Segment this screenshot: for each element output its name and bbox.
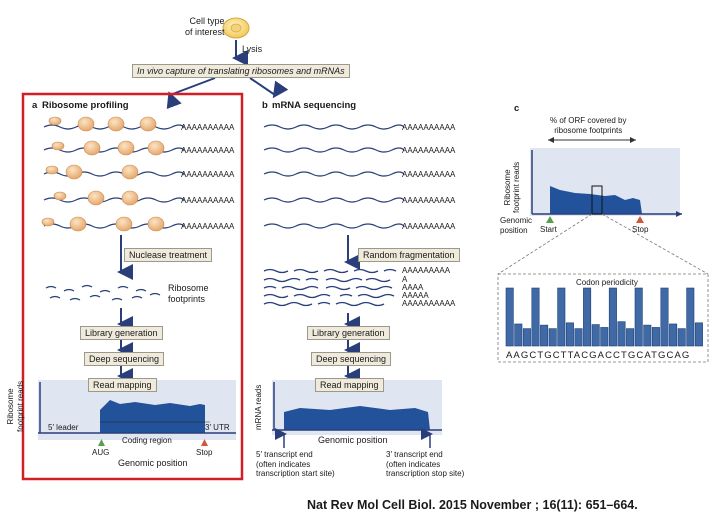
panel-a-footprints xyxy=(45,284,161,301)
start-label: Start xyxy=(540,225,557,234)
capture-box: In vivo capture of translating ribosomes… xyxy=(132,64,350,78)
cell-icon xyxy=(222,17,250,39)
periodicity-bar xyxy=(626,328,635,347)
stop-marker-c xyxy=(636,216,644,223)
periodicity-bar xyxy=(600,327,609,347)
polya-a-4: AAAAAAAAAA xyxy=(181,196,235,205)
polya-a-2: AAAAAAAAAA xyxy=(181,146,235,155)
panel-a-title: Ribosome profiling xyxy=(42,100,129,111)
polya-b-1: AAAAAAAAAA xyxy=(402,123,456,132)
frag-tail-3: AAAA xyxy=(402,283,424,292)
cell-label: Cell type of interest xyxy=(185,16,225,37)
panel-c-profile xyxy=(550,186,642,214)
periodicity-bar xyxy=(643,324,652,347)
panel-a-x-label: Genomic position xyxy=(118,458,188,468)
coding-label: Coding region xyxy=(122,436,172,445)
panel-b-y-label: mRNA reads xyxy=(254,384,263,430)
panel-a-mrnas xyxy=(41,116,185,232)
panel-c-letter: c xyxy=(514,103,520,114)
panel-a-highlight-frame xyxy=(21,92,244,481)
frag-tail-4: AAAAA xyxy=(402,291,429,300)
frag-tail-5: AAAAAAAAAA xyxy=(402,299,456,308)
periodicity-bar xyxy=(522,328,531,347)
stop-label-c: Stop xyxy=(632,225,649,234)
periodicity-bar xyxy=(651,327,660,347)
lysis-label: Lysis xyxy=(242,44,263,54)
coverage-label: % of ORF covered by ribosome footprints xyxy=(550,116,627,135)
footprints-label: Ribosome footprints xyxy=(168,283,209,304)
polya-b-3: AAAAAAAAAA xyxy=(402,170,456,179)
mapping-box-a: Read mapping xyxy=(88,378,157,392)
polya-b-4: AAAAAAAAAA xyxy=(402,196,456,205)
periodicity-bar xyxy=(608,287,617,347)
periodicity-bar xyxy=(694,322,703,347)
end3-label: 3′ transcript end (often indicates trans… xyxy=(386,450,465,478)
aug-label: AUG xyxy=(92,448,110,457)
start-marker xyxy=(546,216,554,223)
periodicity-bar xyxy=(591,324,600,347)
periodicity-bars xyxy=(505,287,703,347)
panel-a-profile xyxy=(100,400,205,433)
periodicity-bar xyxy=(505,287,514,347)
polya-a-1: AAAAAAAAAA xyxy=(181,123,235,132)
periodicity-bar xyxy=(540,324,549,347)
leader-label: 5′ leader xyxy=(48,423,79,432)
capture-arrow-right xyxy=(249,77,289,99)
panel-b-letter: b xyxy=(262,100,268,111)
panel-a-y-label: Ribosome footprint reads xyxy=(6,380,25,432)
mapping-box-b: Read mapping xyxy=(315,378,384,392)
library-box-b: Library generation xyxy=(307,326,390,340)
periodicity-bar xyxy=(677,328,686,347)
periodicity-bar xyxy=(669,323,678,347)
zoom-window xyxy=(591,185,603,215)
periodicity-bar xyxy=(660,287,669,347)
nuclease-box: Nuclease treatment xyxy=(124,248,213,262)
deepseq-box-a: Deep sequencing xyxy=(84,352,165,366)
citation: Nat Rev Mol Cell Biol. 2015 November ; 1… xyxy=(307,498,638,512)
periodicity-title: Codon periodicity xyxy=(574,278,640,287)
panel-b-x-label: Genomic position xyxy=(318,435,388,445)
stop-marker-a xyxy=(201,439,208,446)
periodicity-bar xyxy=(617,321,626,347)
panel-c-y-label: Ribosome footprint reads xyxy=(503,161,521,213)
periodicity-frame xyxy=(497,273,709,363)
panel-b-profile xyxy=(284,406,430,430)
polya-a-5: AAAAAAAAAA xyxy=(181,222,235,231)
panel-b-mrnas xyxy=(263,124,405,229)
periodicity-bar xyxy=(531,287,540,347)
periodicity-bar xyxy=(548,328,557,347)
polya-b-5: AAAAAAAAAA xyxy=(402,222,456,231)
periodicity-bar xyxy=(565,322,574,347)
library-box-a: Library generation xyxy=(80,326,163,340)
periodicity-bar xyxy=(557,287,566,347)
panel-b-title: mRNA sequencing xyxy=(272,100,357,111)
stop-label-a: Stop xyxy=(196,448,213,457)
codon-sequence: AAGCTGCTTACGACCTGCATGCAG xyxy=(506,350,691,361)
frag-tail-2: A xyxy=(402,275,408,284)
periodicity-bar xyxy=(574,328,583,347)
periodicity-bar xyxy=(583,287,592,347)
periodicity-bar xyxy=(634,287,643,347)
panel-b-fragments xyxy=(263,268,397,307)
polya-a-3: AAAAAAAAAA xyxy=(181,170,235,179)
end5-label: 5′ transcript end (often indicates trans… xyxy=(256,450,335,478)
polya-b-2: AAAAAAAAAA xyxy=(402,146,456,155)
panel-a-letter: a xyxy=(32,100,38,111)
frag-tail-1: AAAAAAAAA xyxy=(402,266,451,275)
periodicity-bar xyxy=(514,323,523,347)
capture-arrow-left xyxy=(166,77,216,110)
deepseq-box-b: Deep sequencing xyxy=(311,352,392,366)
genomic-position-label: Genomic position xyxy=(500,216,533,235)
fragmentation-box: Random fragmentation xyxy=(358,248,460,262)
aug-marker xyxy=(98,439,105,446)
utr-label: 3′ UTR xyxy=(205,423,230,432)
periodicity-bar xyxy=(686,287,695,347)
